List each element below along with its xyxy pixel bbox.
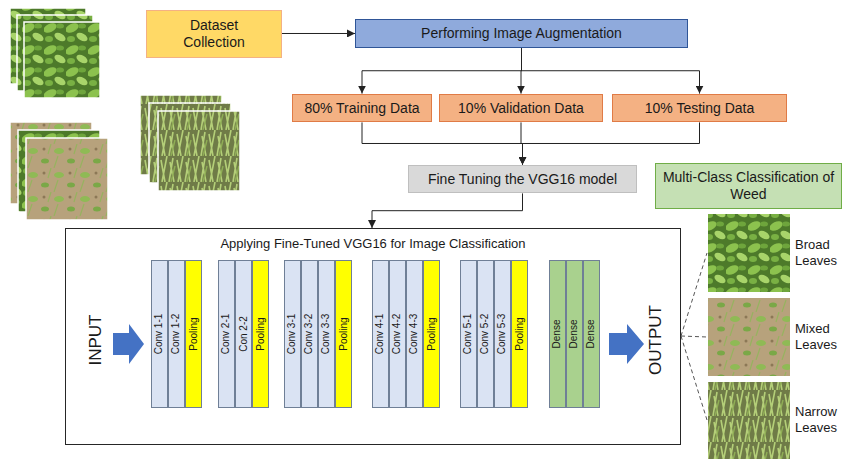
conv-layer: Conv 5-3 [494,260,511,408]
conv-layer: Conv 4-3 [406,260,423,408]
weed-photo [24,22,100,98]
photo-stack [140,95,240,191]
layer-label: Pooling [256,317,266,350]
conv-layer: Conv 1-2 [168,260,185,408]
layer-label: Pooling [339,317,349,350]
layer-label: Conv 1-2 [172,314,182,355]
class-label-box: Broad Leaves [795,237,842,268]
dashed-leaders [681,253,707,420]
box-label: 10% Testing Data [645,100,754,117]
conv-layer: Conv 3-3 [318,260,335,408]
process-box: Dataset Collection [146,10,282,58]
layer-label: Conv 2-1 [222,314,232,355]
io-label-box: INPUT [86,315,106,366]
flow-arrow [282,33,355,34]
flow-arrow [362,122,523,164]
leader-line [681,253,707,336]
process-box: Fine Tuning the VGG16 model [408,165,637,194]
layer-label: Con 2-2 [239,316,249,352]
conv-layer: Con 2-2 [235,260,252,408]
box-label: 80% Training Data [304,100,419,117]
pooling-layer: Pooling [423,260,440,408]
layer-label: Conv 5-2 [481,314,491,355]
layer-label: Pooling [427,317,437,350]
pooling-layer: Pooling [252,260,269,408]
class-label: Mixed Leaves [795,321,842,352]
conv-layer: Conv 5-1 [460,260,477,408]
conv-layer: Conv 3-2 [301,260,318,408]
layer-label: Conv 4-2 [393,314,403,355]
mixed-leaf-photo [708,298,790,376]
class-label: Narrow Leaves [795,404,842,435]
dense-layer: Dense [549,260,566,408]
dense-layer: Dense [583,260,600,408]
conv-layer: Conv 3-1 [284,260,301,408]
layer-label: Pooling [515,317,525,350]
conv-layer: Conv 4-1 [372,260,389,408]
flow-arrow [522,48,700,94]
block-arrow [609,324,644,364]
layer-label: Conv 4-3 [410,314,420,355]
weed-photo [158,111,240,191]
layer-label: Conv 5-3 [498,314,508,355]
data-split-box: 10% Validation Data [439,94,603,123]
box-label: Multi-Class Classification of Weed [662,169,835,203]
layer-label: Conv 1-1 [155,314,165,355]
data-split-box: 10% Testing Data [612,94,787,123]
io-label: OUTPUT [646,305,666,375]
narrow-leaf-photo [708,382,790,459]
class-label-box: Narrow Leaves [795,404,842,435]
conv-layer: Conv 4-2 [389,260,406,408]
pooling-layer: Pooling [185,260,202,408]
box-label: Dataset Collection [165,17,263,51]
conv-layer: Conv 2-1 [218,260,235,408]
layer-label: Dense [553,320,563,349]
layer-label: Pooling [189,317,199,350]
output-photos [708,214,790,459]
layer-label: Dense [587,320,597,349]
dense-layer: Dense [566,260,583,408]
box-label: Performing Image Augmentation [421,25,622,42]
output-box: Multi-Class Classification of Weed [655,163,842,209]
class-label-box: Mixed Leaves [795,321,842,352]
layer-label: Dense [570,320,580,349]
flow-arrow [362,48,522,94]
photo-stack [10,8,100,98]
class-label: Broad Leaves [795,237,842,268]
model-panel: Applying Fine-Tuned VGG16 for Image Clas… [65,228,681,445]
panel-title: Applying Fine-Tuned VGG16 for Image Clas… [66,236,680,252]
layer-label: Conv 3-3 [322,314,332,355]
io-label: INPUT [86,315,106,366]
flow-arrow [523,122,700,164]
pooling-layer: Pooling [511,260,528,408]
box-label: 10% Validation Data [458,100,584,117]
layer-label: Conv 3-1 [288,314,298,355]
block-arrow [113,324,144,364]
leader-line [681,336,707,420]
pooling-layer: Pooling [335,260,352,408]
conv-layer: Conv 5-2 [477,260,494,408]
layer-label: Conv 5-1 [464,314,474,355]
broad-leaf-photo [708,214,790,292]
data-split-box: 80% Training Data [292,94,432,123]
layer-label: Conv 4-1 [376,314,386,355]
box-label: Fine Tuning the VGG16 model [428,171,617,188]
process-box: Performing Image Augmentation [355,19,688,48]
leader-line [681,336,707,337]
flow-arrow [372,193,523,228]
io-label-box: OUTPUT [646,305,666,375]
weed-photo [26,138,108,220]
layer-label: Conv 3-2 [305,314,315,355]
conv-layer: Conv 1-1 [151,260,168,408]
photo-stack [10,122,108,220]
